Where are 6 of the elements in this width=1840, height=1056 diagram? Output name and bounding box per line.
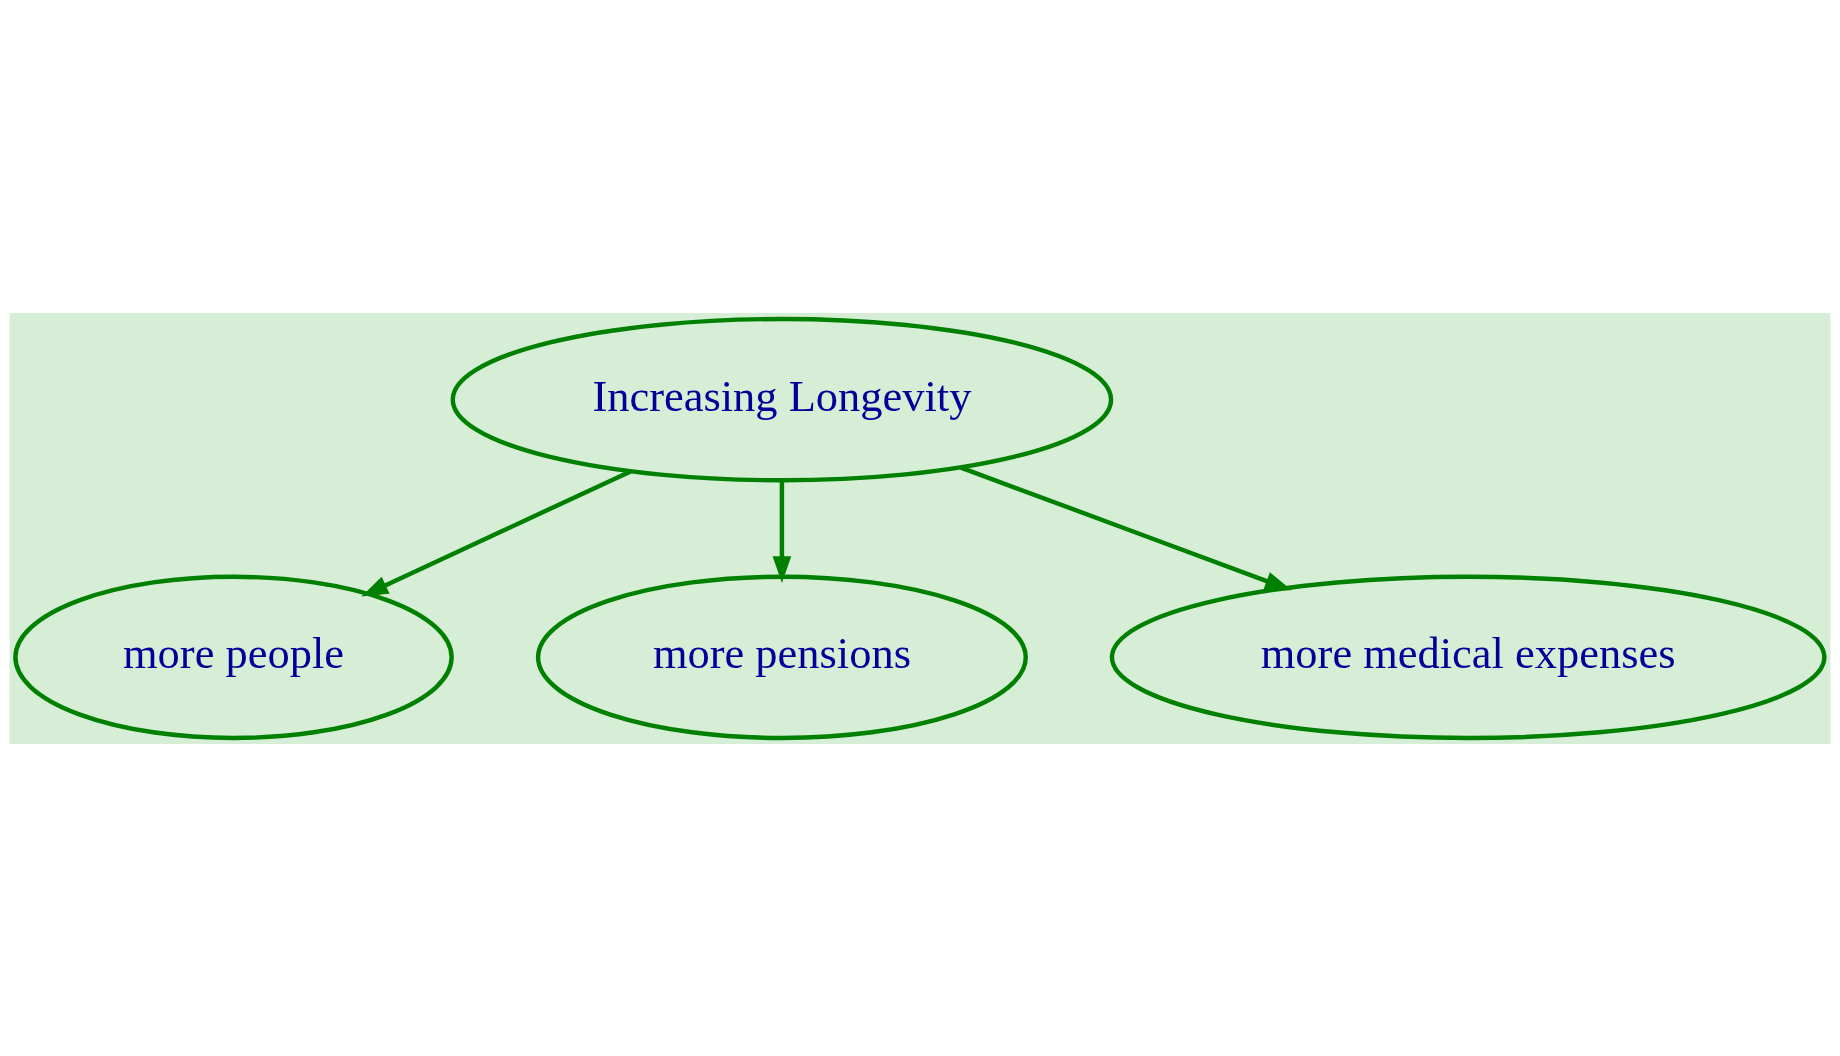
arrow (960, 464, 1292, 590)
arrow (772, 480, 792, 583)
node-ellipse: more pensions (535, 574, 1028, 740)
node-ellipse: Increasing Longevity (450, 316, 1114, 482)
node-ellipse: more medical expenses (1109, 574, 1827, 740)
arrow (361, 468, 632, 596)
